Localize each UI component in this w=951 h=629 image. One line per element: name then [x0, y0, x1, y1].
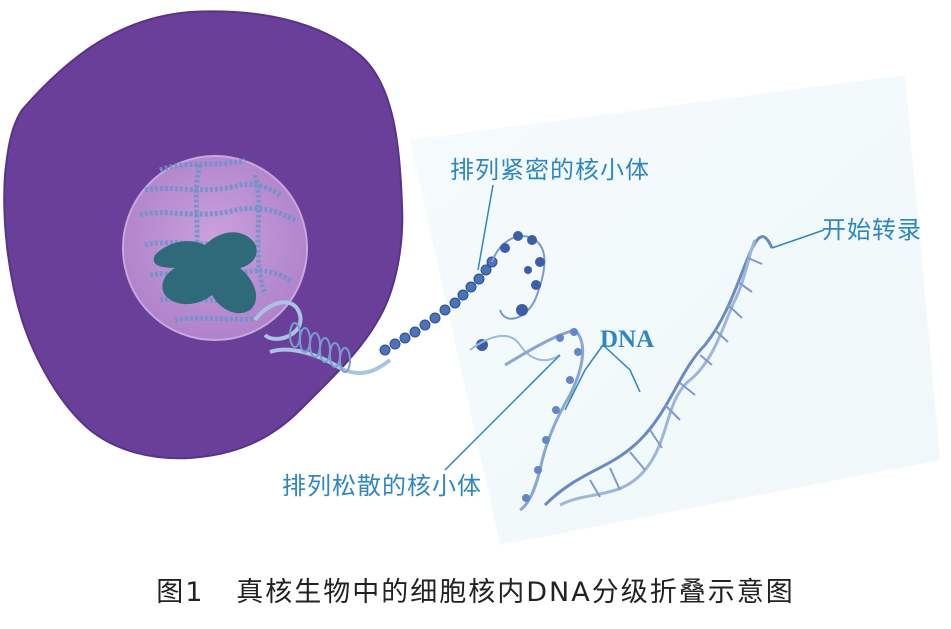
nucleosome-loops — [469, 231, 561, 362]
loop-coils — [289, 322, 351, 373]
label-dna: DNA — [600, 326, 655, 353]
caption-text: 真核生物中的细胞核内DNA分级折叠示意图 — [236, 577, 795, 608]
label-leader-lines — [444, 184, 825, 471]
label-dense-nucleosome: 排列紧密的核小体 — [450, 156, 650, 184]
chromatin-fibers — [139, 157, 297, 323]
dna-base-pairs — [589, 257, 763, 498]
label-start-transcription: 开始转录 — [822, 216, 922, 244]
figure-caption: 图1 真核生物中的细胞核内DNA分级折叠示意图 — [0, 570, 951, 609]
coiled-fiber — [253, 300, 392, 376]
background-panel — [410, 75, 940, 545]
loose-nucleosome-fiber — [504, 328, 585, 512]
dense-nucleosome-coil — [379, 256, 498, 356]
chromosome — [153, 232, 257, 314]
caption-number: 图1 — [156, 577, 205, 608]
label-loose-nucleosome: 排列松散的核小体 — [282, 472, 482, 500]
